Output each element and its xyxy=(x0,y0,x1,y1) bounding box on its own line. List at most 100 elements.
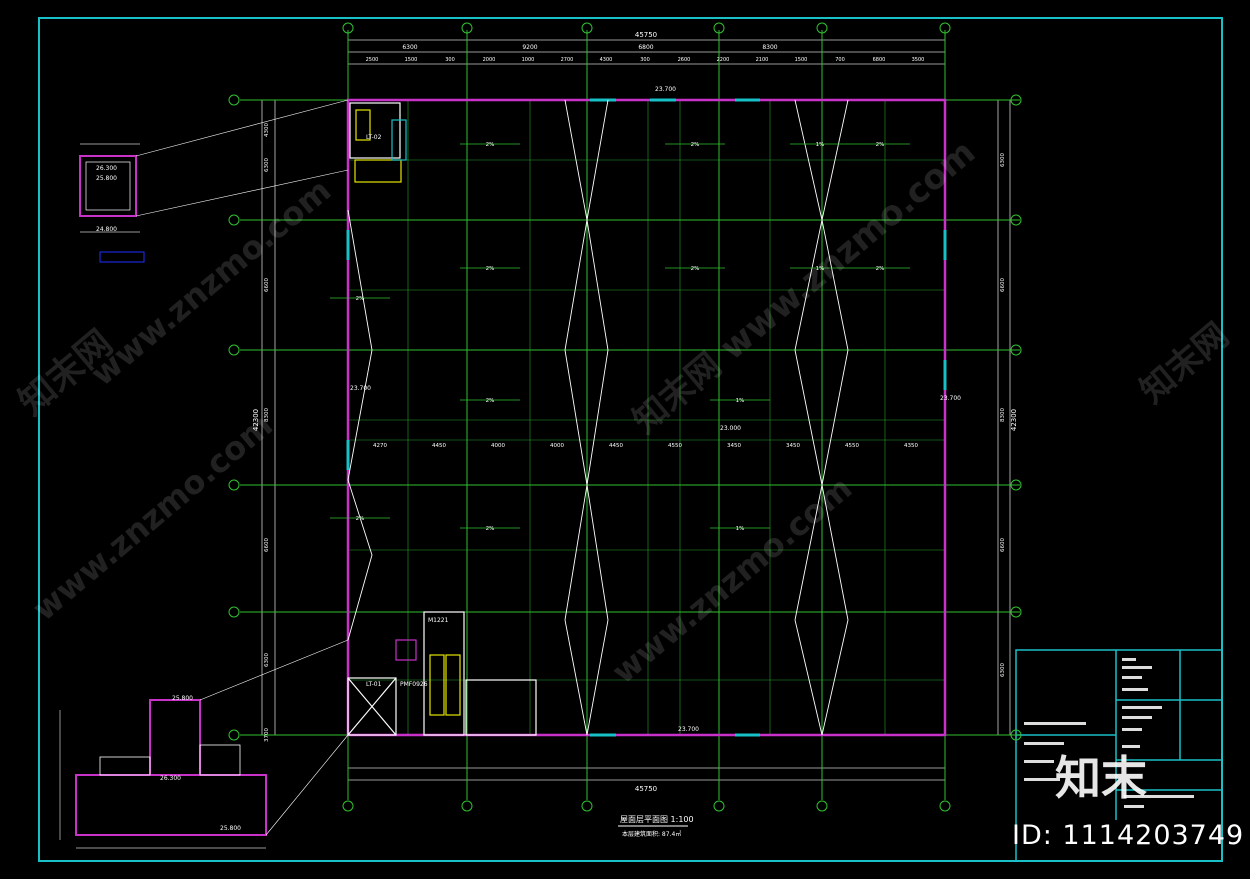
grid-bubble xyxy=(461,22,473,34)
grid-bubble xyxy=(816,22,828,34)
slope-text: 2% xyxy=(876,266,885,272)
outline-vents xyxy=(346,98,947,737)
top-subdim-text: 3500 xyxy=(912,57,925,63)
top-subdim-text: 2100 xyxy=(756,57,769,63)
watermark-5: www.znzmo.com xyxy=(604,469,859,691)
top-total-dim: 45750 xyxy=(635,31,657,39)
stair-core xyxy=(347,611,537,736)
slope-text: 2% xyxy=(691,266,700,272)
grid-bubble xyxy=(816,800,828,812)
slope-text: 2% xyxy=(691,142,700,148)
left-dim-text: 6300 xyxy=(264,158,270,172)
top-subdim-text: 300 xyxy=(640,57,650,63)
mid-dim-text: 4450 xyxy=(432,443,446,449)
right-dim-text: 6600 xyxy=(1000,538,1006,552)
title-block xyxy=(1015,649,1223,862)
mid-dim-text: 4450 xyxy=(609,443,623,449)
grid-bubble xyxy=(228,214,240,226)
detail-bottom-left xyxy=(59,699,267,849)
top-subdim-text: 6800 xyxy=(873,57,886,63)
left-dim-text: 3700 xyxy=(264,728,270,742)
elev-right: 23.700 xyxy=(940,395,961,402)
right-dim-text: 6300 xyxy=(1000,153,1006,167)
outer-frame xyxy=(38,17,1223,862)
left-dim-text: 8300 xyxy=(264,408,270,422)
top-dim-text: 6300 xyxy=(402,44,417,51)
detail-tl-elev1: 26.300 xyxy=(96,165,117,172)
grid-bubble xyxy=(1010,344,1022,356)
top-subdim-text: 2500 xyxy=(366,57,379,63)
grid-bubble xyxy=(939,800,951,812)
grid-bubble xyxy=(342,800,354,812)
slope-text: 1% xyxy=(816,266,825,272)
slope-text: 2% xyxy=(876,142,885,148)
mid-dim-text: 3450 xyxy=(727,443,741,449)
grid-bubble xyxy=(228,729,240,741)
elev-left: 23.700 xyxy=(350,385,371,392)
left-dim-text: 6300 xyxy=(264,653,270,667)
grid-bubble xyxy=(1010,606,1022,618)
image-id-label: ID: 1114203749 xyxy=(1012,820,1245,851)
detail-bl-elev1: 25.800 xyxy=(172,695,193,702)
right-dim-text: 8300 xyxy=(1000,408,1006,422)
detail-top-left xyxy=(79,143,145,263)
slope-text: 2% xyxy=(486,526,495,532)
roof-outline xyxy=(346,98,947,737)
watermark-1: www.znzmo.com xyxy=(83,171,338,393)
slope-text: 2% xyxy=(356,516,365,522)
grid-bubble xyxy=(228,94,240,106)
plan-area: 本层建筑面积: 87.4㎡ xyxy=(622,830,681,838)
top-subdim-text: 1500 xyxy=(405,57,418,63)
right-dim-text: 6600 xyxy=(1000,278,1006,292)
slope-text: 2% xyxy=(356,296,365,302)
mid-dim-text: 3450 xyxy=(786,443,800,449)
stair-label-3: M1221 xyxy=(428,617,449,624)
detail-tl-elev2: 25.800 xyxy=(96,175,117,182)
left-dim-text: 6600 xyxy=(264,278,270,292)
top-dim-text: 6800 xyxy=(638,44,653,51)
sub-grid xyxy=(348,100,945,735)
top-subdim-text: 2200 xyxy=(717,57,730,63)
mid-dim-text: 4350 xyxy=(904,443,918,449)
mid-dim-text: 4000 xyxy=(550,443,564,449)
detail-bl-elev3: 25.800 xyxy=(220,825,241,832)
top-subdim-text: 4300 xyxy=(600,57,613,63)
slope-text: 1% xyxy=(736,526,745,532)
top-subdim-text: 1000 xyxy=(522,57,535,63)
detail-bl-elev2: 26.300 xyxy=(160,775,181,782)
top-dim-text: 9200 xyxy=(522,44,537,51)
grid-bubble xyxy=(342,22,354,34)
plan-title: 屋面层平面图 1:100 xyxy=(620,815,694,824)
right-total-dim: 42300 xyxy=(1010,409,1018,431)
grid-bubble xyxy=(1010,479,1022,491)
grid-bubble xyxy=(461,800,473,812)
top-subdim-text: 300 xyxy=(445,57,455,63)
grid-bubble xyxy=(581,800,593,812)
grid-bubble xyxy=(713,800,725,812)
detail-tl-elev3: 24.800 xyxy=(96,226,117,233)
grid-bubble xyxy=(228,344,240,356)
dimension-lines xyxy=(261,39,1011,781)
top-subdim-text: 700 xyxy=(835,57,845,63)
slope-text: 2% xyxy=(486,266,495,272)
top-subdim-text: 2000 xyxy=(483,57,496,63)
bottom-total-dim: 45750 xyxy=(635,785,657,793)
top-dim-text: 8300 xyxy=(762,44,777,51)
mid-dim-text: 4270 xyxy=(373,443,387,449)
grid-bubble xyxy=(228,479,240,491)
grid-bubble xyxy=(713,22,725,34)
stair-label-1: LT-02 xyxy=(366,134,382,141)
slope-labels: 2%2%2%2%2%2%1%1%1%1%2%2%2%2% xyxy=(330,142,910,532)
mid-dim-text: 4550 xyxy=(668,443,682,449)
slope-text: 2% xyxy=(486,398,495,404)
slope-text: 2% xyxy=(486,142,495,148)
mid-dim-text: 4000 xyxy=(491,443,505,449)
brand-logo: 知末 xyxy=(1055,751,1147,805)
grid-bubble xyxy=(1010,214,1022,226)
watermark-6: 知末网 xyxy=(1133,315,1237,411)
title-block-text-bars xyxy=(1024,658,1194,808)
